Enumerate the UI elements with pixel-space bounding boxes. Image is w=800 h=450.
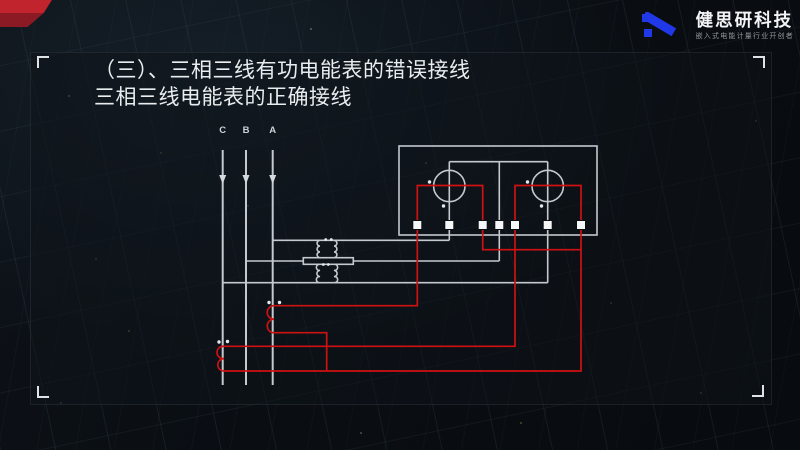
frame-corner-top-left bbox=[37, 56, 49, 68]
company-logo: 健思研科技 嵌入式电能计量行业开创者 bbox=[639, 10, 794, 41]
voltage-wires bbox=[221, 145, 598, 385]
phase-label-b: B bbox=[243, 125, 250, 136]
phase-arrows bbox=[219, 175, 277, 184]
logo-tagline: 嵌入式电能计量行业开创者 bbox=[695, 33, 794, 40]
phase-label-a: A bbox=[269, 125, 276, 136]
ribbon-band-top bbox=[0, 0, 52, 13]
polarity-dots bbox=[217, 180, 544, 344]
title-line-1: （三）、三相三线有功电能表的错误接线 bbox=[94, 59, 471, 82]
corner-ribbon-decoration bbox=[0, 0, 54, 27]
frame-corner-bottom-left bbox=[37, 386, 49, 398]
logo-company-name: 健思研科技 bbox=[695, 10, 794, 30]
phase-label-c: C bbox=[219, 125, 226, 136]
current-wires bbox=[216, 184, 582, 372]
frame-corner-bottom-right bbox=[752, 385, 764, 397]
slide-title: （三）、三相三线有功电能表的错误接线 三相三线电能表的正确接线 bbox=[94, 57, 471, 111]
logo-mark-icon bbox=[641, 11, 676, 37]
meter-terminals bbox=[412, 220, 586, 230]
frame-corner-top-right bbox=[753, 56, 765, 68]
title-line-2: 三相三线电能表的正确接线 bbox=[94, 86, 352, 109]
meter-case bbox=[398, 145, 598, 236]
